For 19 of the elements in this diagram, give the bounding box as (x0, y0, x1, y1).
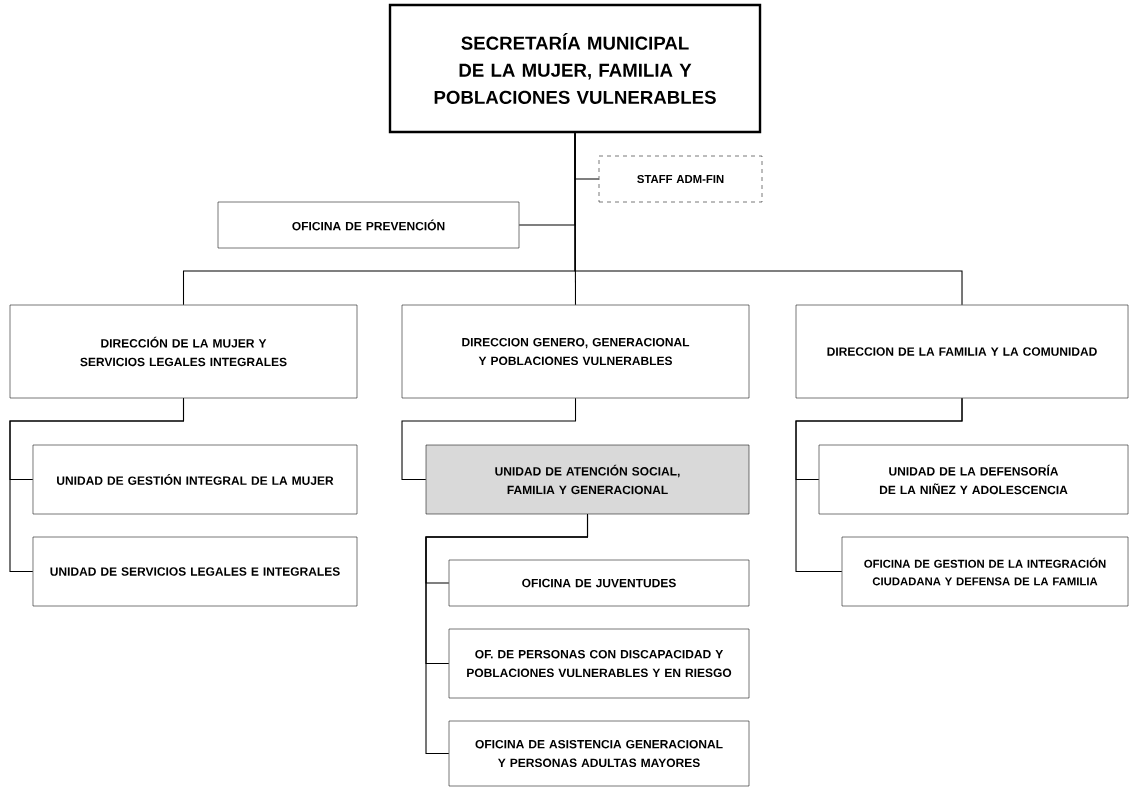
unit-box: OFICINA DE GESTION DE LA INTEGRACIÓN CIUDADANA Y DEFENSA DE LA FAMILIA (841, 536, 1129, 607)
unit-box: OFICINA DE JUVENTUDES (448, 559, 750, 607)
staff-box: STAFF ADM-FIN (598, 155, 763, 203)
connector-line (9, 397, 185, 573)
unit-box: DIRECCION DE LA FAMILIA Y LA COMUNIDAD (795, 304, 1129, 399)
unit-box: UNIDAD DE SERVICIOS LEGALES E INTEGRALES (32, 536, 358, 607)
connector-line (425, 513, 589, 755)
title-box: SECRETARÍA MUNICIPAL DE LA MUJER, FAMILIA Y POBLACIONES VULNERABLES (388, 3, 762, 134)
unit-box: UNIDAD DE GESTIÓN INTEGRAL DE LA MUJER (32, 444, 358, 515)
connector-line (574, 132, 963, 306)
connector-line (795, 397, 963, 573)
unit-box: UNIDAD DE LA DEFENSORÍA DE LA NIÑEZ Y ADOLESCENCIA (818, 444, 1129, 515)
connector-line (401, 397, 577, 481)
unit-box: OFICINA DE PREVENCIÓN (217, 201, 520, 249)
unit-box: OFICINA DE ASISTENCIA GENERACIONAL Y PERSONAS ADULTAS MAYORES (448, 720, 750, 787)
unit-box: DIRECCIÓN DE LA MUJER Y SERVICIOS LEGALES INTEGRALES (9, 304, 358, 399)
unit-box: OF. DE PERSONAS CON DISCAPACIDAD Y POBLACIONES VULNERABLES Y EN RIESGO (448, 628, 750, 699)
unit-box: DIRECCION GENERO, GENERACIONAL Y POBLACIONES VULNERABLES (401, 304, 750, 399)
unit-box: UNIDAD DE ATENCIÓN SOCIAL, FAMILIA Y GENERACIONAL (425, 444, 750, 515)
